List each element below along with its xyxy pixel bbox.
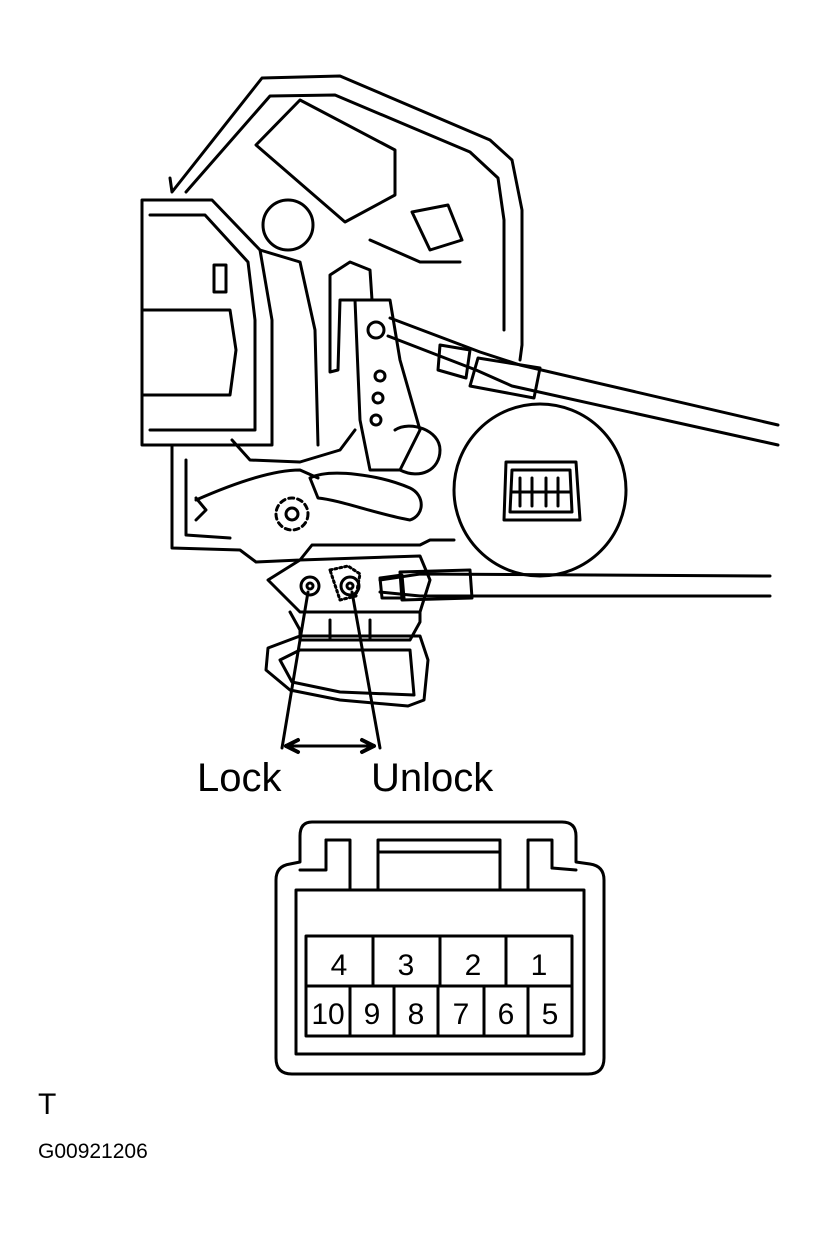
- connector-face: [274, 820, 606, 1076]
- figure-id-label: G00921206: [38, 1140, 148, 1163]
- lock-label: Lock: [197, 756, 282, 800]
- pin-number: 2: [465, 949, 482, 982]
- pin-number: 6: [498, 998, 515, 1031]
- pin-number: 1: [531, 949, 548, 982]
- unlock-label: Unlock: [371, 756, 494, 800]
- pin-number: 7: [453, 998, 470, 1031]
- lock-unlock-indicator: [280, 590, 382, 754]
- connector-boss: [452, 402, 628, 578]
- lock-cables: [378, 316, 780, 602]
- door-lock-assembly: [140, 74, 524, 564]
- pin-number: 4: [331, 949, 348, 982]
- pin-numbers: 4 3 2 1 10 9 8 7 6 5: [311, 949, 558, 1031]
- pin-number: 9: [364, 998, 381, 1031]
- pin-number: 10: [311, 998, 344, 1031]
- pin-number: 5: [542, 998, 559, 1031]
- lock-switch: [264, 554, 432, 708]
- pin-number: 8: [408, 998, 425, 1031]
- pin-number: 3: [398, 949, 415, 982]
- view-code-label: T: [38, 1088, 57, 1121]
